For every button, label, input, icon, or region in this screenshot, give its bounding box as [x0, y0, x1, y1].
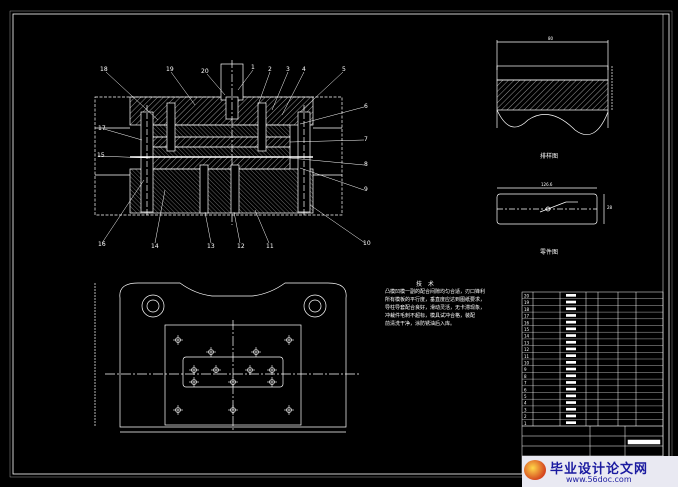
title-block-cell-text — [566, 340, 576, 344]
part-label-11: 11 — [266, 243, 274, 250]
title-block-cell-text — [566, 394, 576, 398]
title-block-cell-text — [566, 401, 576, 404]
title-block-row-number: 15 — [524, 327, 530, 332]
part-label-15: 15 — [97, 152, 105, 159]
title-block-cell-text — [566, 320, 576, 324]
title-block-row-number: 14 — [524, 334, 530, 339]
part-label-8: 8 — [364, 161, 368, 168]
strip-layout-caption: 排样图 — [540, 153, 559, 160]
assembly-section-view — [94, 60, 343, 225]
part-label-2: 2 — [268, 66, 272, 73]
title-block-row-number: 12 — [524, 347, 530, 352]
strip-layout-view — [496, 40, 613, 135]
plan-view-holes — [173, 335, 294, 415]
dimension-part-height: 28 — [607, 205, 613, 210]
part-label-6: 6 — [364, 103, 368, 110]
title-block-row-number: 18 — [524, 307, 530, 312]
part-view-caption: 零件图 — [540, 249, 559, 256]
title-block-row-number: 7 — [524, 381, 527, 386]
title-block-row-number: 16 — [524, 320, 530, 325]
title-block-cell-text — [566, 421, 576, 424]
part-label-10: 10 — [363, 240, 371, 247]
watermark-text: 毕业设计论文网 — [550, 462, 649, 477]
notes-line: 前清洗干净，涂防锈油后入库。 — [385, 321, 456, 327]
title-block-cell-text — [566, 387, 576, 391]
title-block-cell-text — [566, 300, 576, 304]
title-block-row-number: 1 — [524, 421, 527, 426]
watermark-logo-icon — [524, 460, 546, 480]
title-block — [521, 291, 664, 475]
title-block-row-number: 17 — [524, 314, 530, 319]
title-block-row-number: 13 — [524, 340, 530, 345]
part-label-19: 19 — [166, 66, 174, 73]
part-label-17: 17 — [98, 125, 106, 132]
title-block-cell-text — [566, 407, 576, 411]
title-block-row-number: 8 — [524, 374, 527, 379]
part-label-4: 4 — [302, 66, 306, 73]
title-block-row-number: 20 — [524, 294, 530, 299]
title-block-cell-text — [566, 367, 576, 371]
title-block-cell-text — [566, 314, 576, 317]
watermark-background — [522, 456, 678, 487]
title-block-cell-text — [566, 347, 576, 351]
title-block-row-number: 5 — [524, 394, 527, 399]
title-block-cell-text — [566, 374, 576, 378]
title-block-cell-text — [566, 327, 576, 331]
part-label-20: 20 — [201, 68, 209, 75]
part-label-16: 16 — [98, 241, 106, 248]
part-label-7: 7 — [364, 136, 368, 143]
part-label-9: 9 — [364, 186, 368, 193]
watermark-url[interactable]: www.56doc.com — [566, 475, 632, 484]
notes-line: 冲裁件毛刺不超标，模具试冲合格，装配 — [385, 313, 476, 319]
notes-line: 凸模凹模一副的配合间隙均匀合适，刃口锋利 — [385, 289, 486, 295]
part-label-3: 3 — [286, 66, 290, 73]
title-block-cell-text — [566, 354, 576, 357]
title-block-row-number: 9 — [524, 367, 527, 372]
title-block-row-number: 4 — [524, 401, 527, 406]
watermark-banner[interactable]: 毕业设计论文网 www.56doc.com — [522, 456, 678, 487]
part-label-13: 13 — [207, 243, 215, 250]
title-block-row-number: 11 — [524, 354, 530, 359]
title-block-cell-text — [566, 381, 576, 384]
title-block-cell-text — [566, 414, 576, 418]
part-label-5: 5 — [342, 66, 346, 73]
dimension-top-width: 80 — [548, 36, 554, 41]
notes-title: 技 术 — [416, 281, 436, 288]
title-block-cell-text — [566, 361, 576, 364]
part-label-1: 1 — [251, 64, 255, 71]
leader-lines — [97, 69, 366, 244]
plan-view — [94, 282, 360, 433]
title-block-row-number: 3 — [524, 407, 527, 412]
part-label-18: 18 — [100, 66, 108, 73]
title-block-row-number: 6 — [524, 387, 527, 392]
title-block-row-number: 19 — [524, 300, 530, 305]
notes-line: 导柱导套配合良好，滑动灵活，无卡滞现象， — [385, 305, 486, 311]
title-block-row-number: 2 — [524, 414, 527, 419]
part-label-12: 12 — [237, 243, 245, 250]
part-label-14: 14 — [151, 243, 159, 250]
title-block-row-number: 10 — [524, 361, 530, 366]
dimension-part-width: 126.6 — [541, 182, 553, 187]
title-block-cell-text — [566, 334, 576, 337]
notes-line: 所有模板的平行度，垂直度应达到图纸要求， — [385, 297, 486, 303]
part-drawing-view — [496, 187, 605, 225]
title-block-cell-text — [566, 307, 576, 311]
title-block-cell-text — [566, 294, 576, 297]
